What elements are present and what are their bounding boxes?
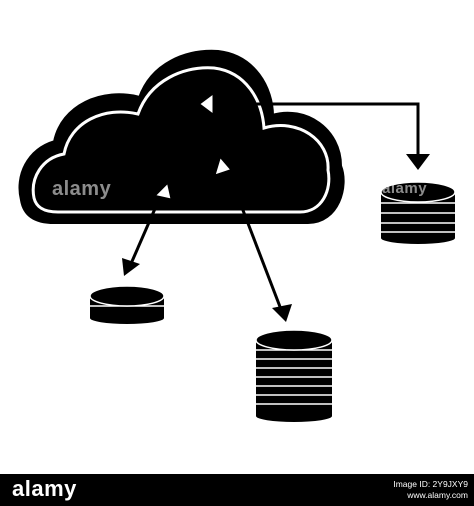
- footer-bar: alamy Image ID: 2Y9JXY9 www.alamy.com: [0, 474, 474, 506]
- coin-stack-icon: [89, 285, 165, 324]
- cloud-storage-illustration: [18, 49, 456, 422]
- arrow-icon: [196, 90, 430, 170]
- image-id: Image ID: 2Y9JXY9: [393, 479, 468, 489]
- double-arrow-icon: [122, 180, 174, 276]
- cloud-icon: [18, 49, 345, 224]
- brand-logo: alamy: [12, 476, 77, 501]
- coin-stack-icon: [380, 181, 456, 244]
- double-arrow-icon: [212, 154, 292, 322]
- site-url: www.alamy.com: [407, 490, 468, 500]
- image-meta: Image ID: 2Y9JXY9 www.alamy.com: [393, 479, 468, 501]
- coin-stack-icon: [255, 329, 333, 422]
